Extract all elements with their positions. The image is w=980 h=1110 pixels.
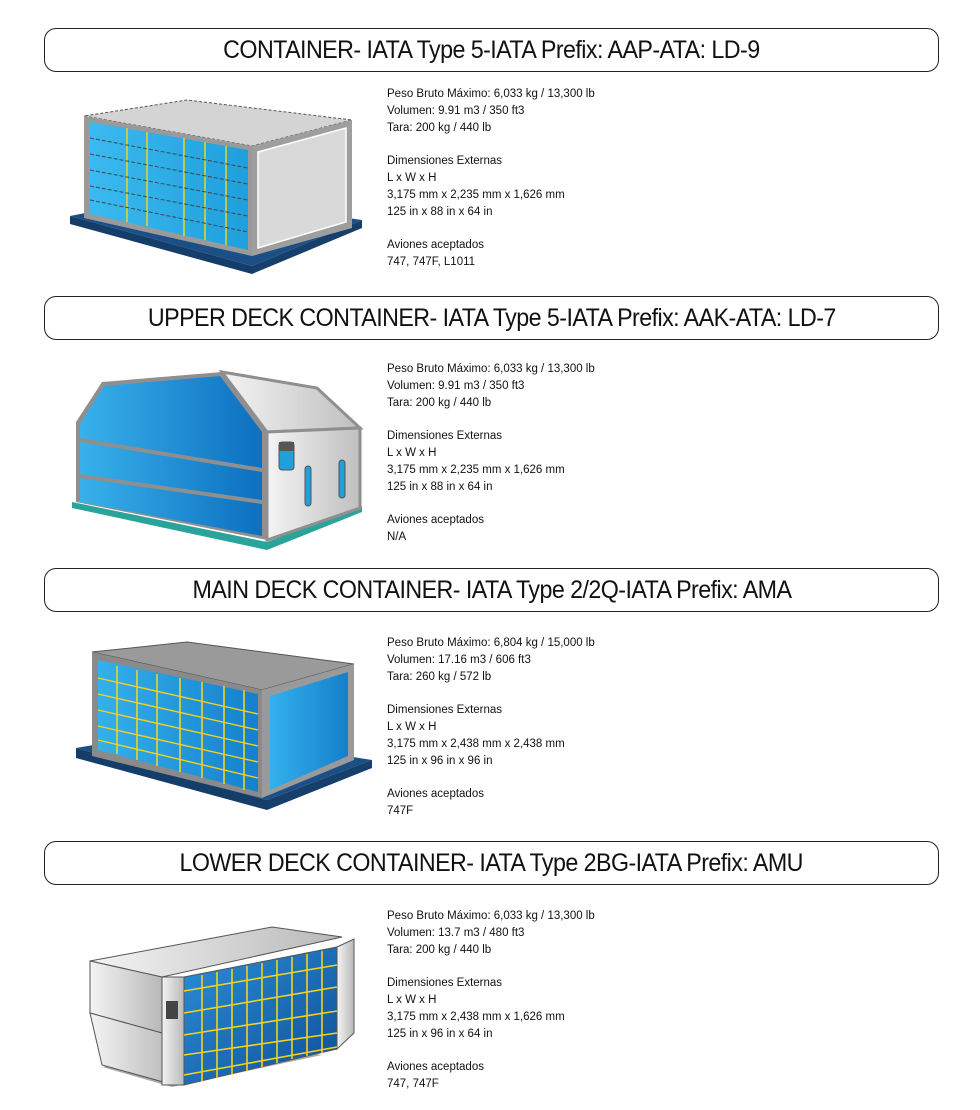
ama-container-illustration xyxy=(76,641,372,810)
volume: Volumen: 9.91 m3 / 350 ft3 xyxy=(387,379,525,392)
section-title: LOWER DECK CONTAINER- IATA Type 2BG-IATA… xyxy=(179,848,804,877)
dimensions-label: Dimensiones Externas xyxy=(387,155,503,168)
tare: Tara: 200 kg / 440 lb xyxy=(387,396,492,409)
section-header-ama: MAIN DECK CONTAINER- IATA Type 2/2Q-IATA… xyxy=(44,568,939,612)
accepted-aircraft: 747, 747F xyxy=(387,1077,439,1090)
dimensions-label: Dimensiones Externas xyxy=(387,977,503,990)
accepted-aircraft: N/A xyxy=(387,530,407,543)
amu-container-illustration xyxy=(89,926,355,1087)
section-title: UPPER DECK CONTAINER- IATA Type 5-IATA P… xyxy=(147,303,836,332)
section-title: CONTAINER- IATA Type 5-IATA Prefix: AAP-… xyxy=(223,35,760,64)
specs-amu: Peso Bruto Máximo: 6,033 kg / 13,300 lb … xyxy=(387,908,595,1093)
specs-ld7: Peso Bruto Máximo: 6,033 kg / 13,300 lb … xyxy=(387,361,595,546)
dimensions-axes: L x W x H xyxy=(387,720,437,733)
tare: Tara: 200 kg / 440 lb xyxy=(387,121,492,134)
dimensions-axes: L x W x H xyxy=(387,171,437,184)
accepted-aircraft-label: Aviones aceptados xyxy=(387,514,484,527)
section-header-amu: LOWER DECK CONTAINER- IATA Type 2BG-IATA… xyxy=(44,841,939,885)
volume: Volumen: 13.7 m3 / 480 ft3 xyxy=(387,926,525,939)
dimensions-axes: L x W x H xyxy=(387,993,437,1006)
dimensions-mm: 3,175 mm x 2,438 mm x 1,626 mm xyxy=(387,1010,565,1023)
max-gross-weight: Peso Bruto Máximo: 6,033 kg / 13,300 lb xyxy=(387,363,595,375)
ld7-container-illustration xyxy=(72,369,364,550)
dimensions-label: Dimensiones Externas xyxy=(387,704,503,717)
section-title: MAIN DECK CONTAINER- IATA Type 2/2Q-IATA… xyxy=(192,575,791,604)
max-gross-weight: Peso Bruto Máximo: 6,033 kg / 13,300 lb xyxy=(387,88,595,100)
section-header-ld7: UPPER DECK CONTAINER- IATA Type 5-IATA P… xyxy=(44,296,939,340)
tare: Tara: 260 kg / 572 lb xyxy=(387,670,492,683)
dimensions-label: Dimensiones Externas xyxy=(387,430,503,443)
specs-ld9: Peso Bruto Máximo: 6,033 kg / 13,300 lb … xyxy=(387,86,595,271)
section-header-ld9: CONTAINER- IATA Type 5-IATA Prefix: AAP-… xyxy=(44,28,939,72)
max-gross-weight: Peso Bruto Máximo: 6,804 kg / 15,000 lb xyxy=(387,637,595,649)
max-gross-weight: Peso Bruto Máximo: 6,033 kg / 13,300 lb xyxy=(387,910,595,922)
tare: Tara: 200 kg / 440 lb xyxy=(387,943,492,956)
volume: Volumen: 17.16 m3 / 606 ft3 xyxy=(387,653,531,666)
dimensions-mm: 3,175 mm x 2,235 mm x 1,626 mm xyxy=(387,463,565,476)
specs-ama: Peso Bruto Máximo: 6,804 kg / 15,000 lb … xyxy=(387,635,595,820)
accepted-aircraft-label: Aviones aceptados xyxy=(387,239,484,252)
dimensions-in: 125 in x 88 in x 64 in xyxy=(387,480,493,493)
accepted-aircraft: 747, 747F, L1011 xyxy=(387,255,476,268)
dimensions-mm: 3,175 mm x 2,235 mm x 1,626 mm xyxy=(387,188,565,201)
accepted-aircraft-label: Aviones aceptados xyxy=(387,788,484,801)
dimensions-in: 125 in x 96 in x 96 in xyxy=(387,754,493,767)
dimensions-axes: L x W x H xyxy=(387,446,437,459)
accepted-aircraft-label: Aviones aceptados xyxy=(387,1061,484,1074)
volume: Volumen: 9.91 m3 / 350 ft3 xyxy=(387,104,525,117)
dimensions-in: 125 in x 96 in x 64 in xyxy=(387,1027,493,1040)
dimensions-mm: 3,175 mm x 2,438 mm x 2,438 mm xyxy=(387,737,565,750)
ld9-container-illustration xyxy=(70,99,362,274)
dimensions-in: 125 in x 88 in x 64 in xyxy=(387,205,493,218)
accepted-aircraft: 747F xyxy=(387,804,414,817)
